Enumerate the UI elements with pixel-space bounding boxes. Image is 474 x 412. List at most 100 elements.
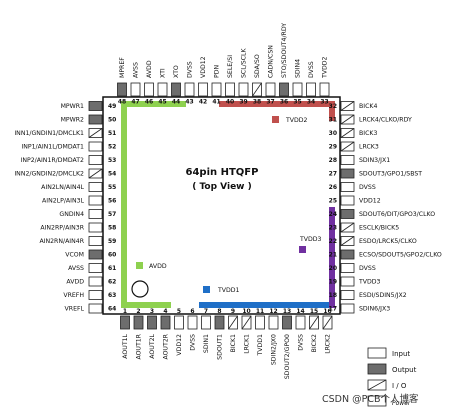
pin-number-41: 41 [212,99,220,106]
power-domains [121,101,335,308]
left-pins: 49MPWR150MPWR251INN1/GNDIN1/DMCLK152INP1… [14,101,116,314]
pin-name-7: SDIN1 [203,334,210,353]
pin-box-50 [88,114,103,125]
tvdd2-domain-bar-right [329,101,335,121]
pin-name-30: BICK3 [359,130,377,137]
pin-name-50: MPWR2 [61,117,84,124]
pin-number-6: 6 [190,308,194,315]
pin-number-32: 32 [329,103,337,110]
pin-name-32: BICK4 [359,103,377,110]
pin-box-9-io-mark [228,315,238,330]
pin-box-2 [133,315,144,330]
pin-name-21: ECSO/SDOUT5/GPO2/CLKO [359,252,442,259]
pin-box-39 [238,82,249,97]
pin-name-37: CADN/CSN [268,45,275,78]
legend-input-label: Input [392,350,410,358]
pin-box-10-io-mark [241,315,252,330]
pin-box-56 [88,195,103,206]
pin-name-35: SDIN4 [295,59,302,78]
legend-power-swatch [367,395,387,407]
pin-box-35 [292,82,303,97]
pin-number-64: 64 [108,306,116,313]
pin-box-37 [265,82,276,97]
pin-name-27: SDOUT3/GPO1/SBST [359,171,422,178]
pin-name-11: TVDD1 [257,334,264,357]
pin-box-36 [279,82,289,97]
pin-box-49 [88,101,103,111]
pin-name-14: DVSS [298,334,305,351]
pin-number-42: 42 [199,99,207,106]
pin-name-49: MPWR1 [61,103,84,110]
pin-number-23: 23 [329,225,337,232]
top-pins: 48MPREF47AVSS46AVDD45XTI44XTO43DVSS42VDD… [117,23,330,106]
pin-number-31: 31 [329,117,337,124]
legend-input-swatch [367,347,387,359]
pin-name-56: AIN2LP/AIN3L [42,198,85,205]
pin-box-58 [88,222,103,233]
pin-name-60: VCOM [65,252,84,259]
pin-name-45: XTI [160,68,167,78]
pin-name-8: SDOUT1 [217,334,224,360]
pin-number-59: 59 [108,238,116,245]
pin-number-58: 58 [108,225,116,232]
pin-number-2: 2 [136,308,140,315]
legend-output-label: Output [392,366,417,374]
pin-box-57 [88,209,103,219]
pin-number-47: 47 [131,99,139,106]
pin-name-17: SDIN6/JX3 [359,306,390,313]
pin-name-51: INN1/GNDIN1/DMCLK1 [14,130,84,137]
pin-number-4: 4 [163,308,167,315]
bottom-pins: 1AOUT1L2AOUT1R3AOUT2L4AOUT2R5VDD126DVSS7… [120,308,333,379]
pin-number-61: 61 [108,265,116,272]
pin-box-46 [144,82,154,97]
pin-box-33 [319,82,330,97]
watermark: CSDN @PCB个人博客 [322,393,419,405]
pin-number-54: 54 [108,171,116,178]
pin-name-48: MPREF [119,57,126,78]
pin-box-18 [340,290,355,300]
pin-box-7 [201,315,211,330]
tvdd1-marker [203,286,210,293]
pin-name-54: INN2/GNDIN2/DMCLK2 [14,171,84,178]
pin-number-45: 45 [158,99,166,106]
pin-name-22: ESDO/LRCK5/CLKO [359,238,417,245]
pin-number-17: 17 [329,306,337,313]
pin-name-4: AOUT2R [163,333,170,359]
pin-name-59: AIN2RN/AIN4R [39,238,84,245]
tvdd2-label: TVDD2 [285,117,308,124]
pin-box-19 [340,276,355,287]
pin-number-28: 28 [329,157,337,164]
pin-number-63: 63 [108,292,116,299]
chip-body [102,96,341,315]
pin-box-6 [187,315,198,330]
pin-name-18: ESDI/SDIN5/JX2 [359,292,407,299]
pin-number-27: 27 [329,171,337,178]
pin-box-17 [340,303,355,314]
pin-box-48 [117,82,127,97]
pin-number-9: 9 [231,308,235,315]
pin-number-35: 35 [293,99,301,106]
pin-number-22: 22 [329,238,337,245]
pin-number-62: 62 [108,279,116,286]
pin-number-55: 55 [108,184,116,191]
pin-name-16: LRCK2 [325,334,332,354]
pin-name-23: ESCLK/BICK5 [359,225,399,232]
pin-name-42: VDD12 [200,56,207,78]
pin-name-6: DVSS [190,334,197,351]
pin-name-57: GNDIN4 [59,211,84,218]
pin-number-5: 5 [177,308,181,315]
pin-number-1: 1 [123,308,127,315]
pin-box-55 [88,182,103,192]
pin-name-20: DVSS [359,265,376,272]
pin-box-60 [88,249,103,260]
pin-number-8: 8 [217,308,221,315]
pin-name-53: INP2/AIN1R/DMDAT2 [21,157,85,164]
pin-box-24 [340,209,355,219]
pin-number-15: 15 [310,308,318,315]
pin-number-20: 20 [329,265,337,272]
pin-number-24: 24 [329,211,337,218]
pin-box-54-io-mark [88,168,103,179]
pin-box-44 [171,82,181,97]
pin-name-10: LRCK1 [244,334,251,354]
pin-name-34: DVSS [308,61,315,78]
